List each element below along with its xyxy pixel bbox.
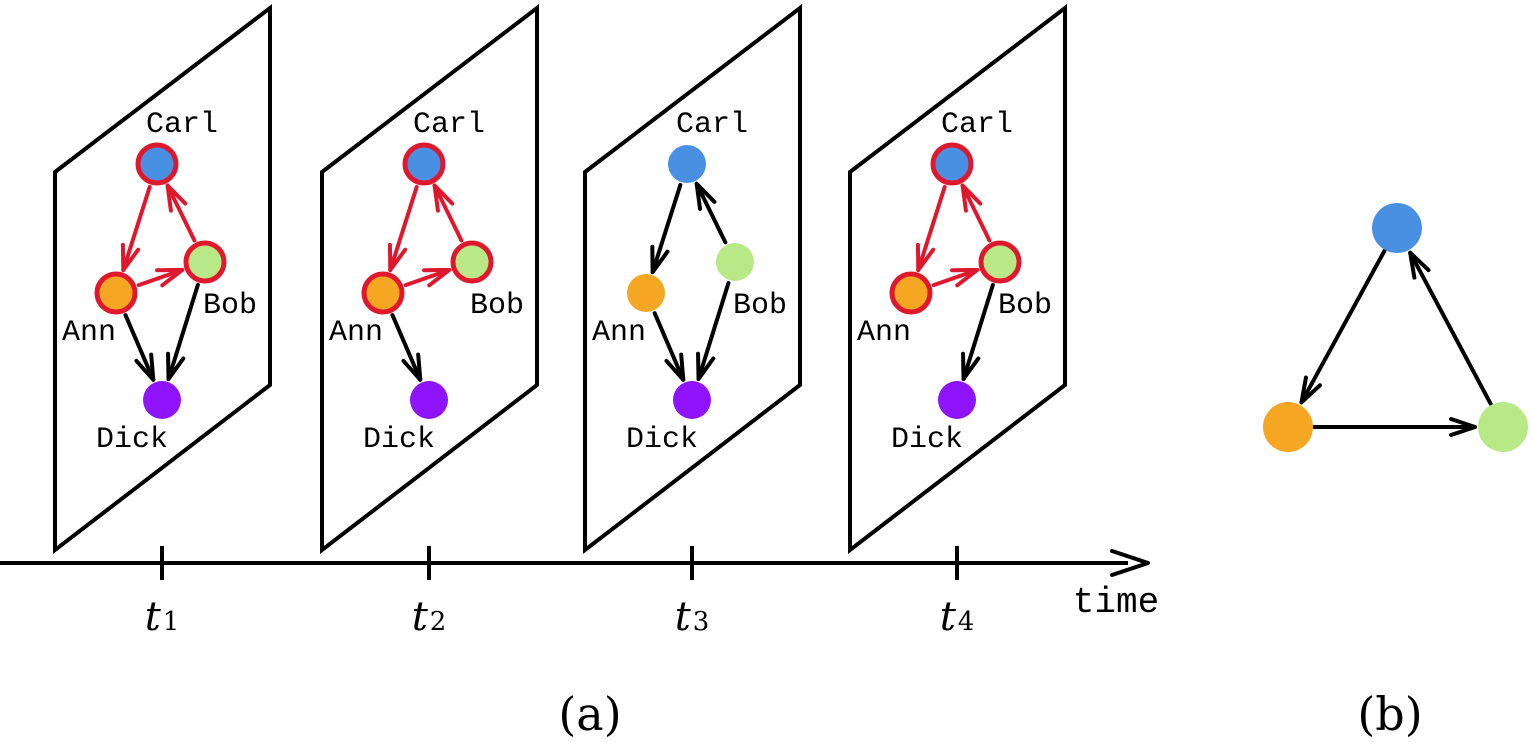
label-carl: Carl <box>146 108 218 142</box>
edge-carl-to-ann <box>120 184 152 273</box>
agg-edge-bob-to-carl <box>1408 250 1493 407</box>
tick-label-subscript: 4 <box>958 607 975 637</box>
frame-plane <box>848 3 1067 555</box>
edge-ann-to-dick <box>123 313 156 382</box>
node-dick <box>673 381 711 419</box>
frame-nodes <box>889 142 1022 419</box>
node-dick <box>938 381 976 419</box>
panel-b-caption: (b) <box>1357 687 1422 741</box>
label-ann: Ann <box>329 316 383 350</box>
tick-label: t4 <box>940 594 975 640</box>
node-carl <box>402 142 446 186</box>
edge-carl-to-ann <box>650 182 683 275</box>
label-dick: Dick <box>363 423 435 457</box>
node-ann <box>361 271 405 315</box>
frame-edges <box>915 183 995 381</box>
node-carl <box>930 142 974 186</box>
node-ann <box>94 271 138 315</box>
time-axis-arrowhead <box>1110 549 1150 577</box>
edge-ann-to-dick <box>652 311 686 382</box>
label-carl: Carl <box>413 108 485 142</box>
edge-ann-to-bob <box>931 267 980 288</box>
tick-label-base: t <box>940 594 957 640</box>
tick-label-base: t <box>412 594 429 640</box>
frame-edges <box>120 183 200 382</box>
edge-ann-to-dick <box>390 313 423 382</box>
agg-node-ann <box>1263 402 1313 452</box>
node-bob <box>716 243 754 281</box>
node-dick <box>143 381 181 419</box>
edge-ann-to-bob <box>403 267 452 288</box>
frame-edges <box>387 183 464 382</box>
aggregated-edges <box>1299 248 1493 437</box>
agg-edge-carl-to-ann <box>1299 248 1387 405</box>
tick-label-subscript: 1 <box>163 607 180 637</box>
label-dick: Dick <box>891 423 963 457</box>
label-dick: Dick <box>96 423 168 457</box>
time-frames: t1CarlAnnBobDickt2CarlAnnBobDickt3CarlAn… <box>53 3 1067 640</box>
label-dick: Dick <box>626 423 698 457</box>
frame-plane <box>53 3 272 555</box>
tick-label-base: t <box>145 594 162 640</box>
panel-a-caption: (a) <box>558 687 621 741</box>
tick-label-subscript: 2 <box>430 607 447 637</box>
label-bob: Bob <box>470 289 524 323</box>
edge-bob-to-dick <box>696 281 731 381</box>
frame-edges <box>650 181 731 382</box>
agg-node-bob <box>1478 402 1528 452</box>
edge-bob-to-carl <box>694 181 728 245</box>
node-carl <box>668 145 706 183</box>
frame-plane <box>320 3 539 555</box>
label-bob: Bob <box>203 289 257 323</box>
tick-label: t1 <box>145 594 180 640</box>
edge-bob-to-carl <box>960 183 992 243</box>
aggregated-nodes <box>1263 203 1528 452</box>
edge-ann-to-bob <box>136 267 185 288</box>
edge-carl-to-ann <box>915 184 947 273</box>
edge-bob-to-carl <box>165 183 197 243</box>
tick-label-subscript: 3 <box>693 607 710 637</box>
node-ann <box>889 271 933 315</box>
edge-carl-to-ann <box>387 184 419 273</box>
node-bob <box>978 240 1022 284</box>
edge-bob-to-carl <box>432 183 464 243</box>
frame-nodes <box>361 142 494 419</box>
node-bob <box>183 240 227 284</box>
frame-plane <box>583 3 802 555</box>
panel-b: (b) <box>1263 203 1528 741</box>
node-carl <box>135 142 179 186</box>
time-axis-label: time <box>1073 582 1159 623</box>
tick-label: t2 <box>412 594 447 640</box>
tick-label: t3 <box>675 594 710 640</box>
label-bob: Bob <box>733 289 787 323</box>
node-bob <box>450 240 494 284</box>
frame-nodes <box>627 145 754 419</box>
node-dick <box>410 381 448 419</box>
agg-edge-ann-to-bob <box>1312 417 1477 437</box>
frame-nodes <box>94 142 227 419</box>
label-bob: Bob <box>998 289 1052 323</box>
label-ann: Ann <box>592 316 646 350</box>
label-carl: Carl <box>676 108 748 142</box>
node-ann <box>627 274 665 312</box>
tick-label-base: t <box>675 594 692 640</box>
edge-bob-to-dick <box>166 282 200 381</box>
label-carl: Carl <box>941 108 1013 142</box>
edge-bob-to-dick <box>961 282 995 381</box>
agg-node-carl <box>1372 203 1422 253</box>
panel-a: time t1CarlAnnBobDickt2CarlAnnBobDickt3C… <box>0 3 1159 741</box>
label-ann: Ann <box>857 316 911 350</box>
label-ann: Ann <box>62 316 116 350</box>
